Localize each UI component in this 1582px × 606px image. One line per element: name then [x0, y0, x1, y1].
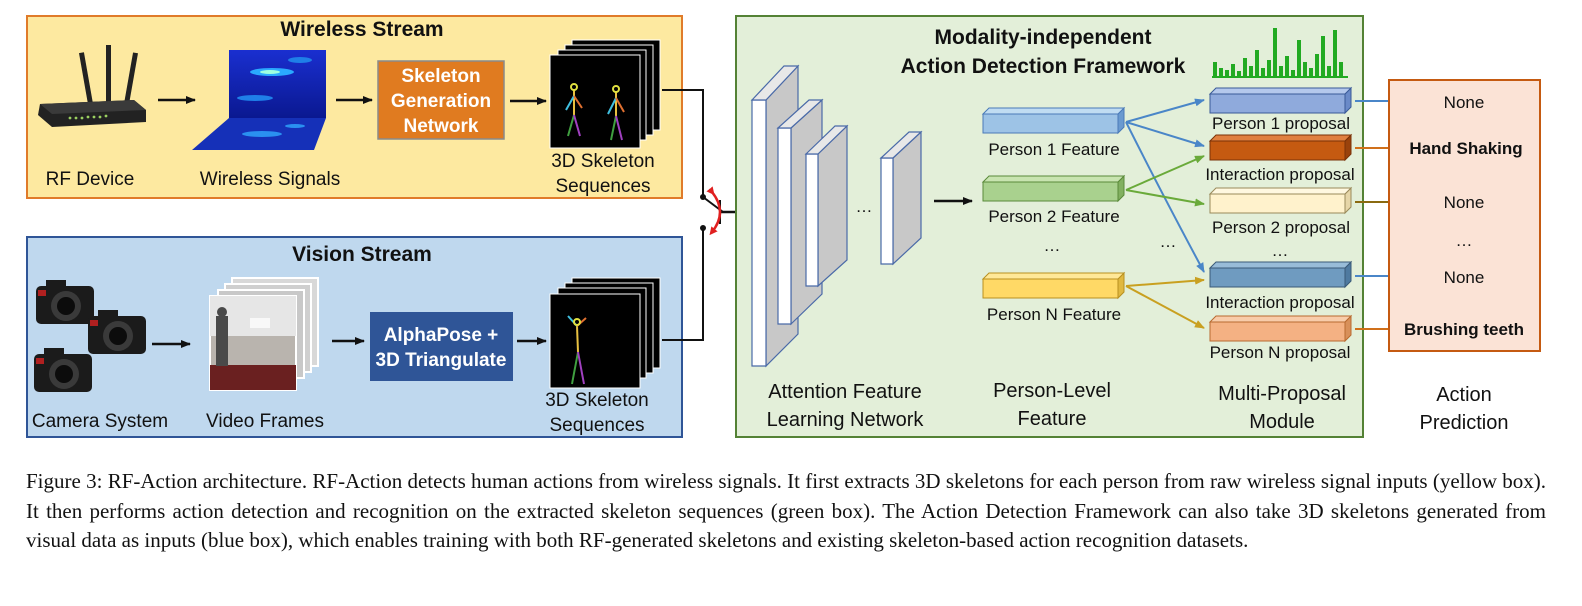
- skeleton-generation-network-box: [377, 60, 505, 140]
- wireless-signal-heatmap: [192, 50, 326, 150]
- skeleton-figure-2: [607, 85, 625, 141]
- person-n-proposal-bar: [1208, 314, 1353, 343]
- multi-proposal-module-label-line2: Module: [1249, 411, 1315, 433]
- wireless-stream-panel: Wireless Stream RF Device: [26, 15, 683, 199]
- person-2-feature-label: Person 2 Feature: [988, 207, 1119, 226]
- prediction-item-5: Brushing teeth: [1404, 320, 1524, 339]
- figure-caption: Figure 3: RF-Action architecture. RF-Act…: [26, 467, 1546, 556]
- figure-number: Figure 3:: [26, 469, 103, 493]
- action-prediction-label-line1: Action: [1436, 384, 1492, 406]
- middle-ellipsis: …: [1160, 232, 1177, 251]
- camera-icon: [34, 280, 146, 392]
- skeleton-figure-vision: [567, 315, 587, 385]
- camera-system-label: Camera System: [32, 411, 168, 432]
- alphapose-label-line1: AlphaPose +: [384, 325, 499, 346]
- framework-title-line1: Modality-independent: [935, 26, 1152, 49]
- vision-skeleton-frames: [549, 277, 661, 389]
- sgn-label-line3: Network: [404, 116, 479, 137]
- wireless-skeleton-label-line1: 3D Skeleton: [551, 151, 655, 172]
- interaction-proposal-1-label: Interaction proposal: [1205, 165, 1354, 184]
- vision-skeleton-label-line1: 3D Skeleton: [545, 390, 649, 411]
- vision-skeleton-label-line2: Sequences: [549, 415, 644, 436]
- action-prediction-label-line2: Prediction: [1420, 412, 1509, 434]
- person-2-feature-bar: [981, 174, 1126, 203]
- vision-stream-panel: Vision Stream Camera System: [26, 236, 683, 438]
- person-1-proposal-bar: [1208, 86, 1353, 115]
- router-icon: [38, 45, 146, 127]
- rf-device-label: RF Device: [46, 169, 135, 190]
- figure-caption-text: RF-Action architecture. RF-Action detect…: [26, 469, 1546, 552]
- prediction-item-3: None: [1444, 193, 1485, 212]
- video-frames-label: Video Frames: [206, 411, 324, 432]
- video-frames-stack: [209, 277, 319, 391]
- attention-network-label-line2: Learning Network: [767, 409, 925, 431]
- proposals-ellipsis: …: [1272, 241, 1289, 260]
- person-n-feature-bar: [981, 271, 1126, 300]
- action-prediction-panel: None Hand Shaking None … None Brushing t…: [1388, 79, 1541, 434]
- prediction-item-2: Hand Shaking: [1409, 139, 1522, 158]
- wireless-skeleton-frames: [549, 39, 661, 149]
- skeleton-figure-1: [565, 83, 583, 137]
- person-1-proposal-label: Person 1 proposal: [1212, 114, 1350, 133]
- modality-switch: [662, 89, 752, 341]
- person-1-feature-label: Person 1 Feature: [988, 140, 1119, 159]
- prediction-ellipsis: …: [1456, 231, 1473, 250]
- person-1-feature-bar: [981, 106, 1126, 135]
- attention-network-layers: [750, 64, 923, 368]
- person-2-proposal-bar: [1208, 186, 1353, 215]
- switch-toggle-arc: [706, 186, 722, 236]
- architecture-diagram: Wireless Stream RF Device: [26, 15, 1541, 438]
- interaction-proposal-1-bar: [1208, 133, 1353, 162]
- person-n-proposal-label: Person N proposal: [1210, 343, 1351, 362]
- alphapose-triangulate-box: [370, 312, 513, 381]
- wireless-signals-label: Wireless Signals: [200, 169, 340, 190]
- person-n-feature-label: Person N Feature: [987, 305, 1121, 324]
- wireless-skeleton-label-line2: Sequences: [555, 176, 650, 197]
- framework-title-line2: Action Detection Framework: [901, 55, 1186, 78]
- person-level-feature-label-line1: Person-Level: [993, 380, 1111, 402]
- person-level-feature-label-line2: Feature: [1018, 408, 1087, 430]
- attention-ellipsis: …: [856, 197, 873, 216]
- alphapose-label-line2: 3D Triangulate: [376, 350, 507, 371]
- wireless-stream-title: Wireless Stream: [280, 18, 443, 41]
- action-detection-framework-panel: Modality-independent Action Detection Fr…: [735, 15, 1407, 438]
- vision-stream-title: Vision Stream: [292, 243, 432, 266]
- prediction-item-4: None: [1444, 268, 1485, 287]
- sgn-label-line1: Skeleton: [401, 66, 480, 87]
- person-2-proposal-label: Person 2 proposal: [1212, 218, 1350, 237]
- interaction-proposal-2-bar: [1208, 260, 1353, 289]
- feature-proposal-connections: [1125, 98, 1205, 329]
- sgn-label-line2: Generation: [391, 91, 491, 112]
- multi-proposal-module-label-line1: Multi-Proposal: [1218, 383, 1346, 405]
- green-histogram-icon: [1212, 28, 1348, 78]
- interaction-proposal-2-label: Interaction proposal: [1205, 293, 1354, 312]
- prediction-box: [1388, 79, 1541, 352]
- attention-network-label-line1: Attention Feature: [768, 381, 921, 403]
- prediction-item-1: None: [1444, 93, 1485, 112]
- features-ellipsis: …: [1044, 236, 1061, 255]
